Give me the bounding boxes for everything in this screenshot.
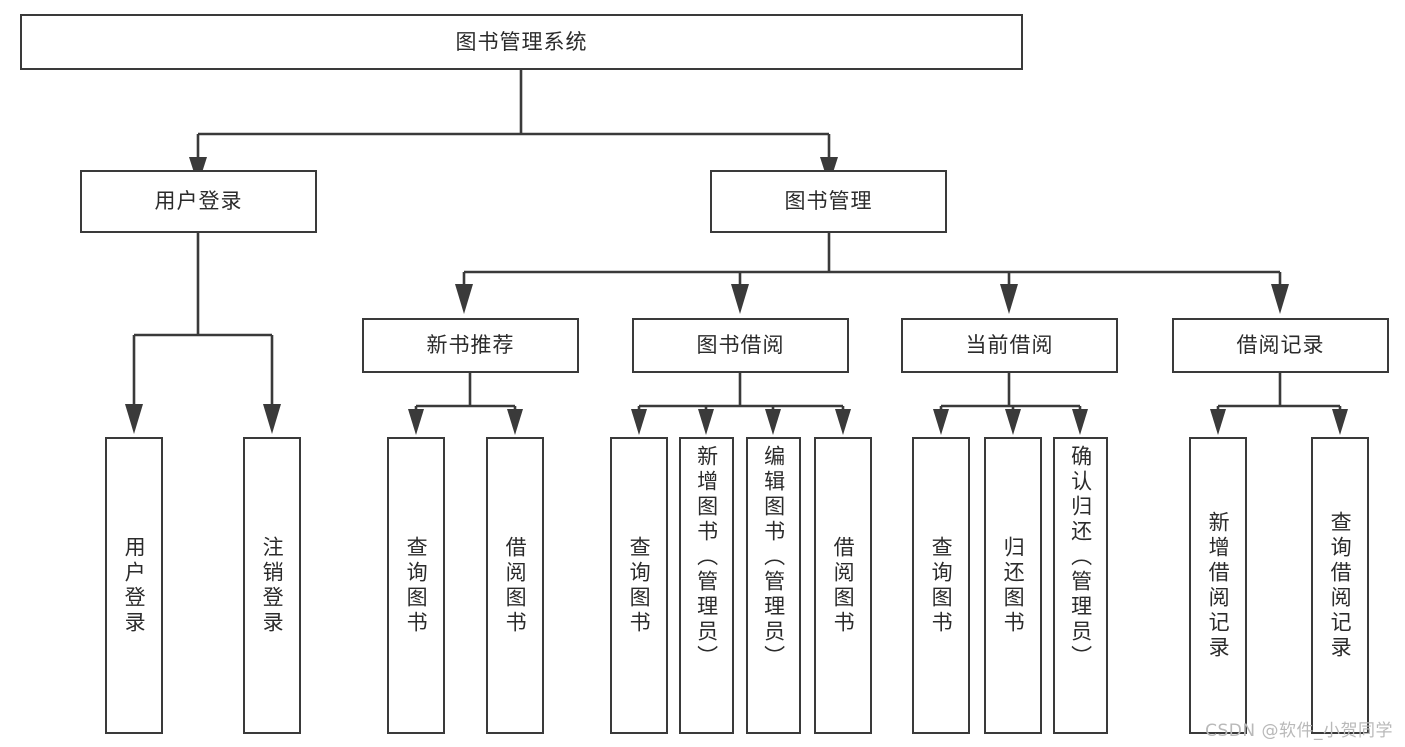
node-label: 借阅图书 [831,535,856,636]
node-label: 编辑图书（管理员） [761,445,786,670]
node-label: 当前借阅 [965,333,1054,358]
node-label: 确认归还（管理员） [1068,445,1093,670]
node-leaf-query-book-current[interactable]: 查询图书 [912,437,970,734]
node-leaf-query-book-recommend[interactable]: 查询图书 [387,437,445,734]
node-leaf-query-book-borrow[interactable]: 查询图书 [610,437,668,734]
node-borrow-record[interactable]: 借阅记录 [1172,318,1389,373]
node-label: 新增借阅记录 [1206,510,1231,661]
node-label: 用户登录 [154,189,243,214]
node-leaf-add-borrow-record[interactable]: 新增借阅记录 [1189,437,1247,734]
node-label: 查询图书 [929,535,954,636]
node-label: 新增图书（管理员） [694,445,719,670]
node-label: 查询图书 [627,535,652,636]
node-leaf-add-book-admin[interactable]: 新增图书（管理员） [679,437,734,734]
node-label: 注销登录 [260,535,285,636]
node-label: 图书管理 [784,189,873,214]
node-label: 借阅记录 [1236,333,1325,358]
node-leaf-borrow-book[interactable]: 借阅图书 [814,437,872,734]
node-current-borrow[interactable]: 当前借阅 [901,318,1118,373]
node-leaf-borrow-book-recommend[interactable]: 借阅图书 [486,437,544,734]
node-label: 查询借阅记录 [1328,510,1353,661]
node-label: 新书推荐 [426,333,515,358]
node-leaf-query-borrow-record[interactable]: 查询借阅记录 [1311,437,1369,734]
node-book-management[interactable]: 图书管理 [710,170,947,233]
node-new-book-recommend[interactable]: 新书推荐 [362,318,579,373]
node-label: 查询图书 [404,535,429,636]
node-leaf-confirm-return-admin[interactable]: 确认归还（管理员） [1053,437,1108,734]
node-leaf-return-book[interactable]: 归还图书 [984,437,1042,734]
node-user-login[interactable]: 用户登录 [80,170,317,233]
node-label: 借阅图书 [503,535,528,636]
node-leaf-user-login[interactable]: 用户登录 [105,437,163,734]
node-label: 归还图书 [1001,535,1026,636]
arrowheads [125,157,1348,435]
node-leaf-edit-book-admin[interactable]: 编辑图书（管理员） [746,437,801,734]
watermark-credit: CSDN @软件_小贺同学 [1205,721,1393,741]
node-label: 图书管理系统 [455,29,588,54]
node-label: 用户登录 [122,535,147,636]
node-leaf-logout-login[interactable]: 注销登录 [243,437,301,734]
node-label: 图书借阅 [696,333,785,358]
node-book-management-system[interactable]: 图书管理系统 [20,14,1023,70]
node-book-borrow[interactable]: 图书借阅 [632,318,849,373]
